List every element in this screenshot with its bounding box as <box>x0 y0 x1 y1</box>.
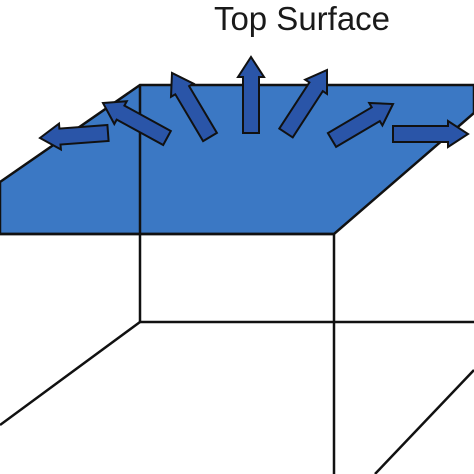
arrow-upper-left-low <box>101 100 173 147</box>
diagram-title: Top Surface <box>214 0 390 37</box>
arrow-left <box>38 121 110 152</box>
arrow-upper-right-high <box>277 68 328 139</box>
bottom-left-diagonal <box>0 320 141 427</box>
top-surface-plane <box>0 83 474 236</box>
arrow-up <box>236 55 266 134</box>
bottom-right-diagonal <box>374 369 474 474</box>
arrow-upper-right-low <box>326 101 395 149</box>
arrow-upper-left-high <box>169 71 219 143</box>
arrow-group <box>38 55 470 152</box>
arrow-right <box>392 119 470 149</box>
